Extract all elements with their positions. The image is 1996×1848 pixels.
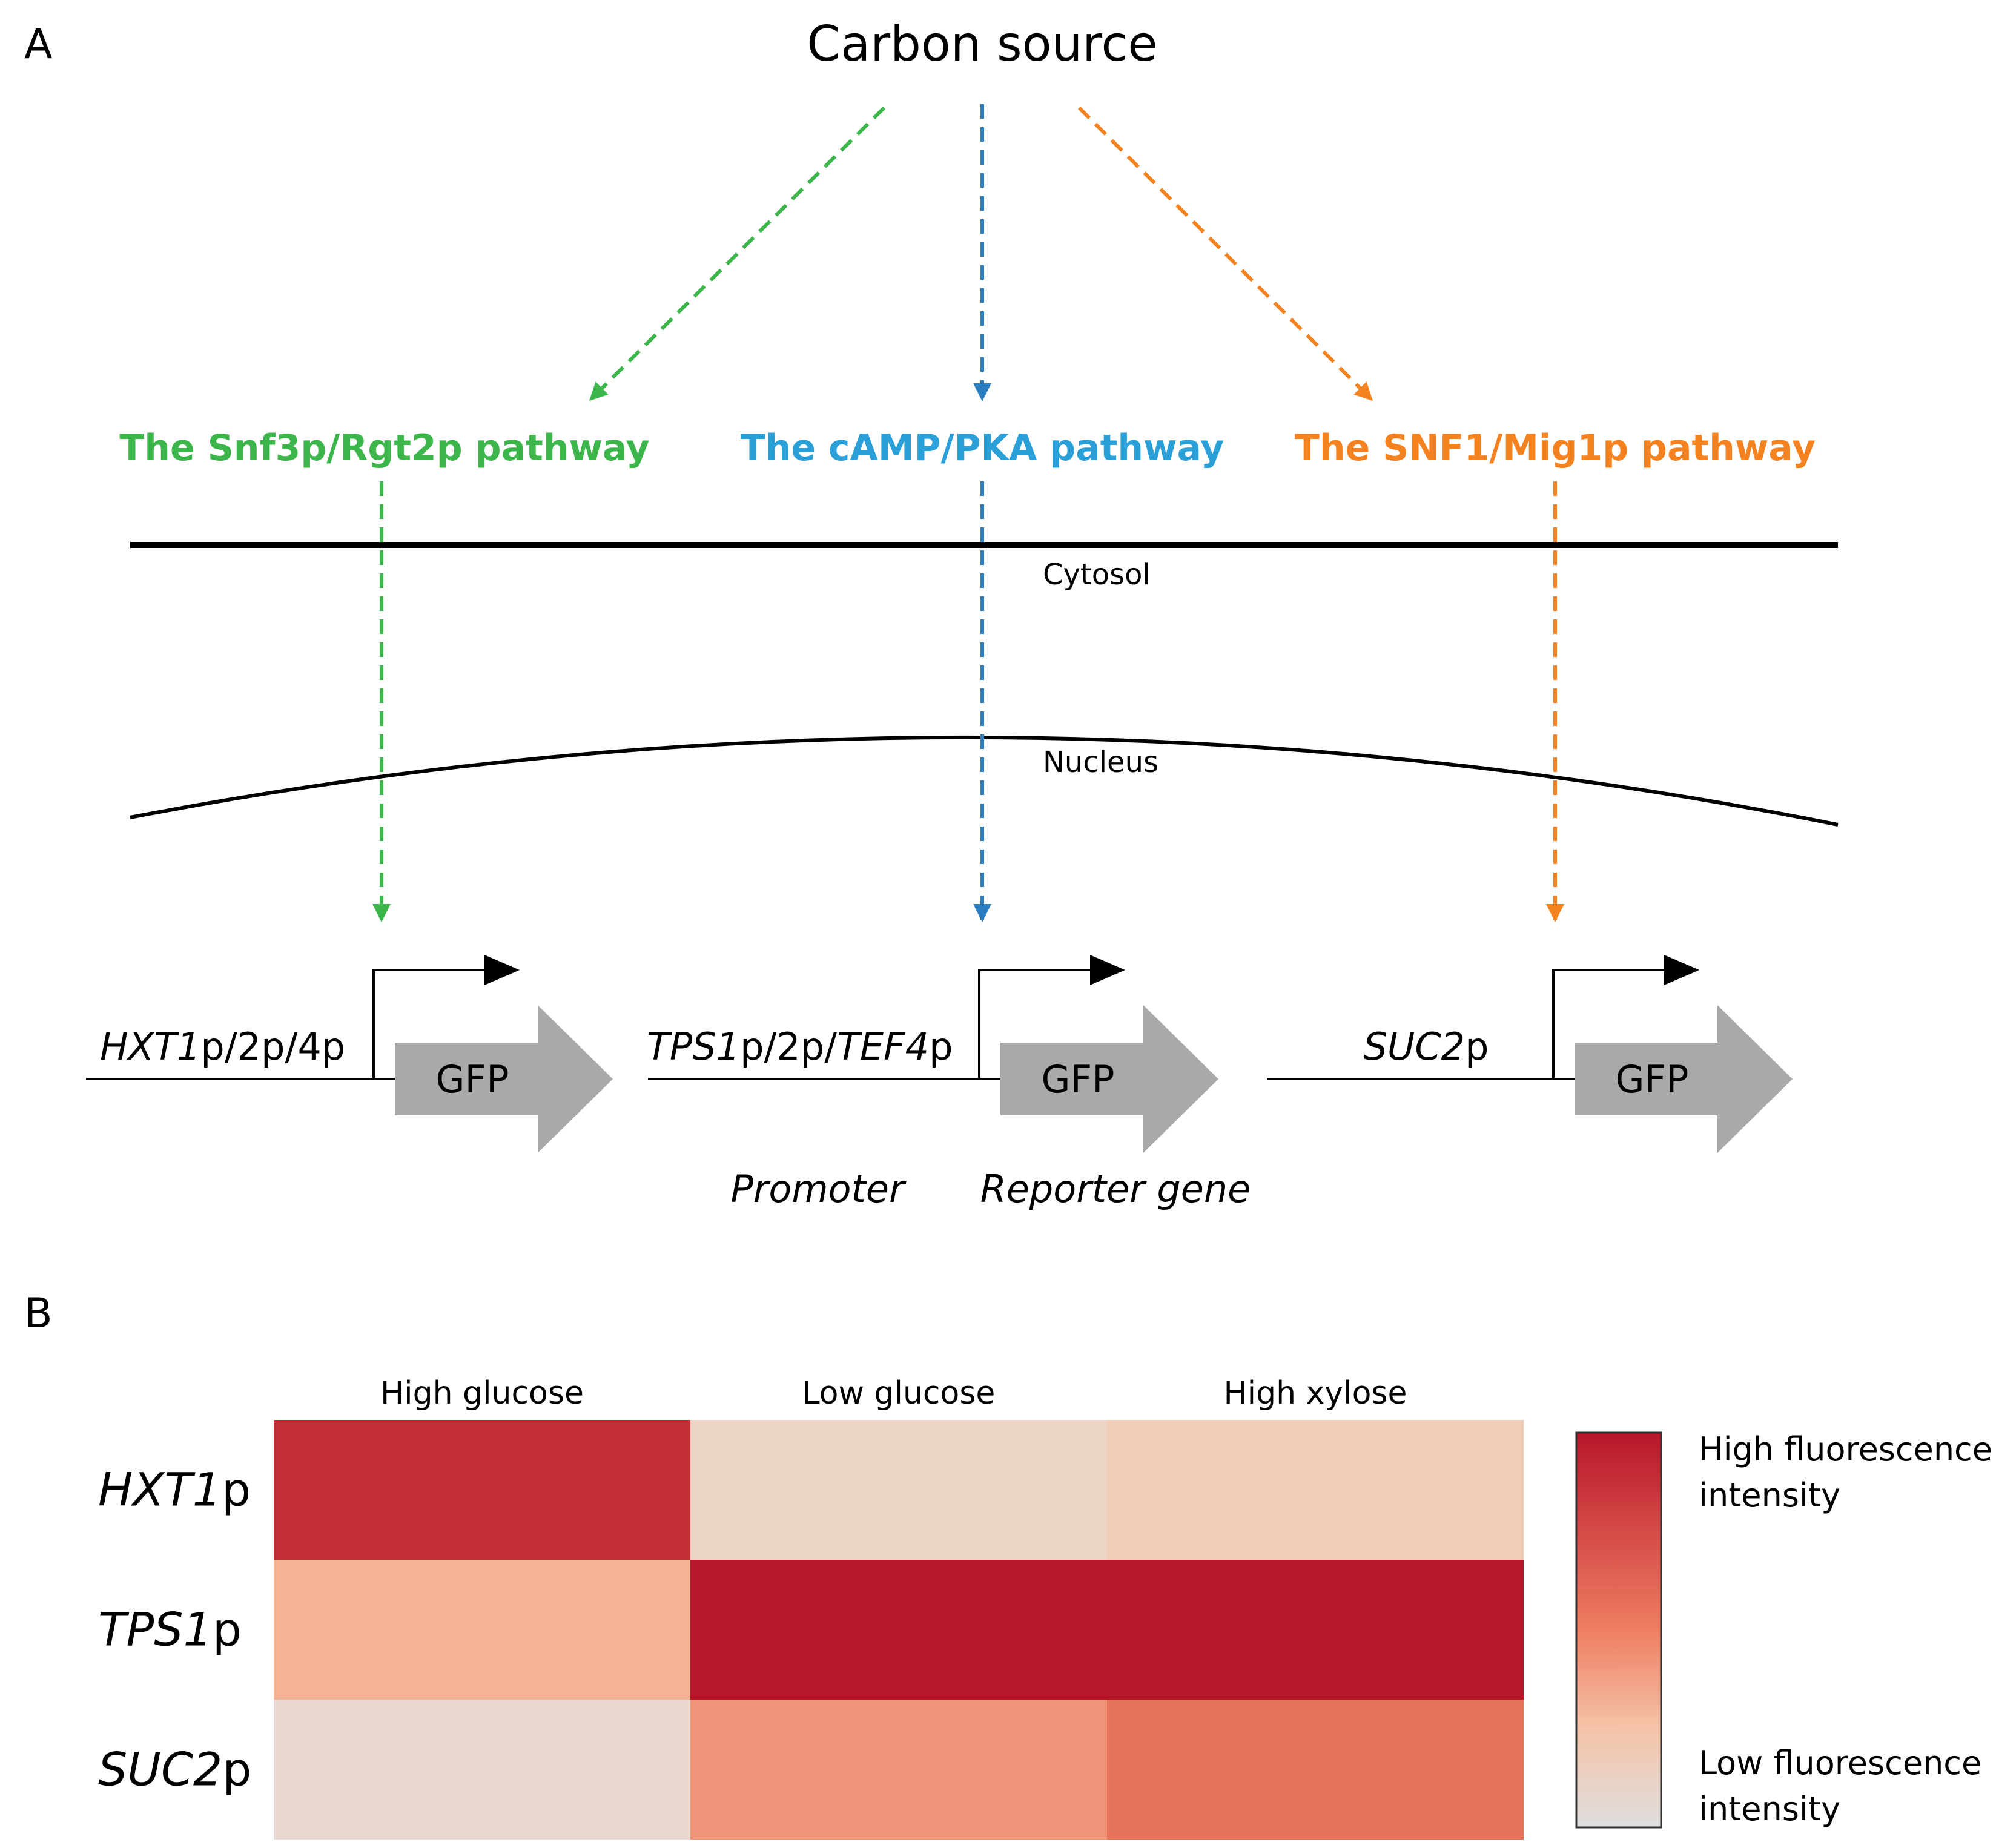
heatmap-cell [274, 1700, 690, 1840]
legend-reporter-gene: Reporter gene [980, 1167, 1251, 1211]
construct-hxt: GFP HXT1p/2p/4p [86, 955, 613, 1153]
heatmap-cell [274, 1560, 690, 1700]
gfp-arrow [395, 1005, 613, 1153]
panel-b-letter: B [24, 1290, 53, 1338]
colorbar [1575, 1431, 1662, 1829]
tss-arrowhead [484, 955, 520, 985]
construct-suc: GFP SUC2p [1267, 955, 1793, 1153]
promoter-label-tps: TPS1p/2p/TEF4p [647, 1025, 953, 1069]
tss-arrowhead [1664, 955, 1699, 985]
heatmap-column-header: High glucose [380, 1375, 584, 1411]
tss-bent-arrow [1552, 969, 1667, 1079]
promoter-label-hxt: HXT1p/2p/4p [100, 1025, 345, 1069]
arrow-carbon-to-snf1 [1077, 106, 1373, 401]
heatmap-column-header: Low glucose [802, 1375, 996, 1411]
heatmap: High glucose Low glucose High xyloseHXT1pT… [98, 1375, 1524, 1840]
heatmap-cell [690, 1700, 1107, 1840]
colorbar-high-line1: High fluorescence [1699, 1430, 1992, 1468]
heatmap-row-label: HXT1p [98, 1463, 251, 1517]
heatmap-column-header: High xylose [1224, 1375, 1407, 1411]
gfp-arrow [1000, 1005, 1218, 1153]
heatmap-row-label: TPS1p [98, 1603, 242, 1657]
pathway-label-snf1-mig1: The SNF1/Mig1p pathway [1295, 427, 1816, 469]
gfp-label: GFP [1041, 1057, 1114, 1101]
colorbar-high-line2: intensity [1699, 1476, 1840, 1514]
nucleus-label: Nucleus [1043, 745, 1158, 779]
construct-tps: GFP TPS1p/2p/TEF4p [647, 955, 1218, 1153]
cytosol-label: Cytosol [1043, 558, 1151, 592]
legend-promoter: Promoter [730, 1167, 907, 1211]
heatmap-cell [1107, 1700, 1524, 1840]
colorbar-low-line1: Low fluorescence [1699, 1744, 1981, 1782]
heatmap-cell [690, 1560, 1107, 1700]
tss-arrowhead [1090, 955, 1125, 985]
carbon-source-title: Carbon source [807, 16, 1157, 72]
heatmap-row-label: SUC2p [98, 1743, 252, 1797]
tss-bent-arrow [978, 969, 1093, 1079]
heatmap-cell [1107, 1560, 1524, 1700]
heatmap-cell [1107, 1420, 1524, 1560]
colorbar-low-line2: intensity [1699, 1790, 1840, 1828]
gfp-label: GFP [435, 1057, 509, 1101]
heatmap-cell [690, 1420, 1107, 1560]
arrow-carbon-to-snf3 [589, 106, 886, 401]
gfp-label: GFP [1615, 1057, 1688, 1101]
pathway-label-snf3-rgt2: The Snf3p/Rgt2p pathway [119, 427, 649, 469]
panel-a-letter: A [24, 21, 53, 68]
pathway-label-camp-pka: The cAMP/PKA pathway [741, 427, 1224, 469]
promoter-label-suc: SUC2p [1364, 1025, 1489, 1069]
heatmap-cell [274, 1420, 690, 1560]
tss-bent-arrow [372, 969, 487, 1079]
gfp-arrow [1575, 1005, 1793, 1153]
